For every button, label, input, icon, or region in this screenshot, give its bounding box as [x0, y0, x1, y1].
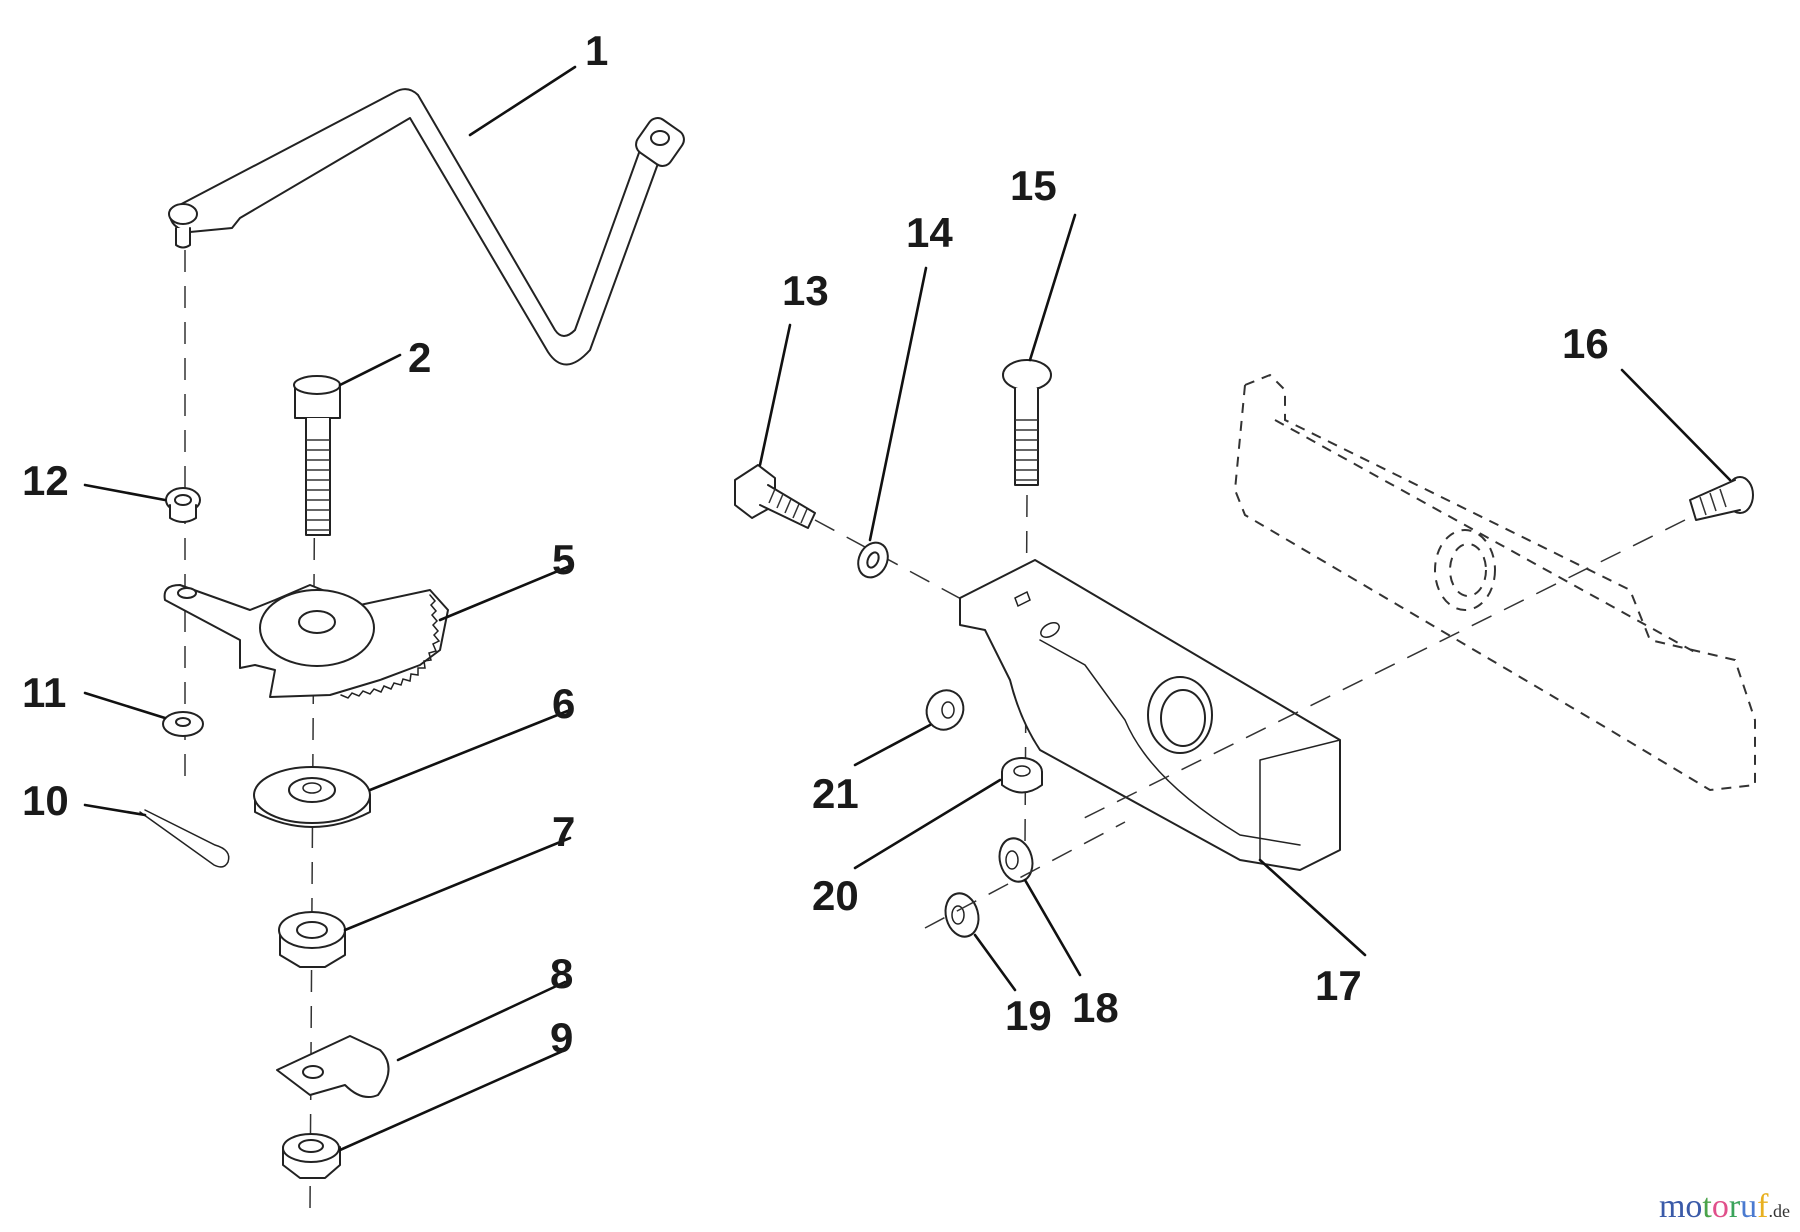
watermark-letter: r — [1728, 1188, 1741, 1225]
leader-19 — [973, 933, 1017, 992]
leader-lines — [83, 65, 1732, 1152]
watermark-letter: o — [1685, 1188, 1703, 1225]
callout-17: 17 — [1315, 962, 1362, 1009]
callout-2: 2 — [408, 334, 431, 381]
leader-11 — [83, 691, 167, 720]
callout-13: 13 — [782, 267, 829, 314]
callout-12: 12 — [22, 457, 69, 504]
callout-5: 5 — [552, 536, 575, 583]
callout-6: 6 — [552, 680, 575, 727]
part-1-control-rod — [168, 88, 685, 366]
callout-7: 7 — [552, 808, 575, 855]
part-12-flange-nut — [165, 487, 201, 523]
frame-reference-dashed — [1233, 373, 1756, 792]
part-8-clip — [276, 1035, 390, 1098]
callout-15: 15 — [1010, 162, 1057, 209]
part-15-carriage-bolt — [1002, 359, 1052, 486]
part-11-washer — [162, 711, 204, 737]
part-18-nut — [998, 837, 1034, 883]
axis-line-nuts — [924, 821, 1126, 929]
callout-18: 18 — [1072, 984, 1119, 1031]
axis-line-16 — [1079, 519, 1686, 821]
part-6-spacer — [253, 766, 371, 828]
part-5-gear-sector — [163, 584, 449, 699]
part-20-nut — [1001, 757, 1043, 794]
leader-10 — [83, 803, 147, 817]
part-21-nut — [925, 689, 965, 731]
watermark-letter: u — [1740, 1188, 1758, 1225]
callout-16: 16 — [1562, 320, 1609, 367]
part-16-bolt — [1689, 476, 1754, 521]
leader-5 — [438, 564, 572, 622]
leader-8 — [396, 980, 567, 1062]
part-9-hex-nut — [282, 1133, 341, 1179]
callout-21: 21 — [812, 770, 859, 817]
leader-20 — [853, 778, 1002, 870]
part-14-washer — [857, 541, 889, 579]
part-19-nut — [944, 892, 980, 938]
watermark-letter: m — [1658, 1188, 1686, 1225]
leader-12 — [83, 483, 167, 502]
leader-9 — [338, 1048, 567, 1152]
leader-6 — [368, 708, 572, 792]
leader-2 — [338, 353, 402, 387]
callout-14: 14 — [906, 209, 953, 256]
watermark-letter: f — [1757, 1188, 1769, 1225]
callout-19: 19 — [1005, 992, 1052, 1039]
callout-labels: 1 2 5 6 7 8 9 10 11 12 13 14 15 16 17 18… — [22, 27, 1609, 1061]
part-10-cotter-pin — [139, 809, 230, 868]
callout-11: 11 — [22, 669, 66, 716]
part-17-bracket — [959, 559, 1341, 871]
leader-16 — [1620, 368, 1732, 482]
leader-18 — [1023, 878, 1082, 977]
leader-1 — [468, 65, 577, 137]
callout-1: 1 — [585, 27, 608, 74]
callout-8: 8 — [550, 950, 573, 997]
leader-14 — [868, 266, 928, 542]
callout-10: 10 — [22, 777, 69, 824]
part-2-hex-bolt — [293, 375, 341, 536]
leader-7 — [343, 836, 572, 932]
watermark-letter: t — [1702, 1188, 1712, 1225]
watermark-logo: motoruf.de — [1659, 1188, 1790, 1226]
watermark-tld: .de — [1768, 1201, 1791, 1221]
callout-20: 20 — [812, 872, 859, 919]
part-7-hex-nut — [278, 911, 346, 968]
callout-9: 9 — [550, 1014, 573, 1061]
watermark-letter: o — [1711, 1188, 1729, 1225]
leader-15 — [1028, 213, 1077, 362]
leader-17 — [1258, 858, 1367, 957]
part-13-hex-bolt — [734, 464, 816, 529]
leader-21 — [853, 723, 932, 767]
leader-13 — [758, 323, 792, 467]
